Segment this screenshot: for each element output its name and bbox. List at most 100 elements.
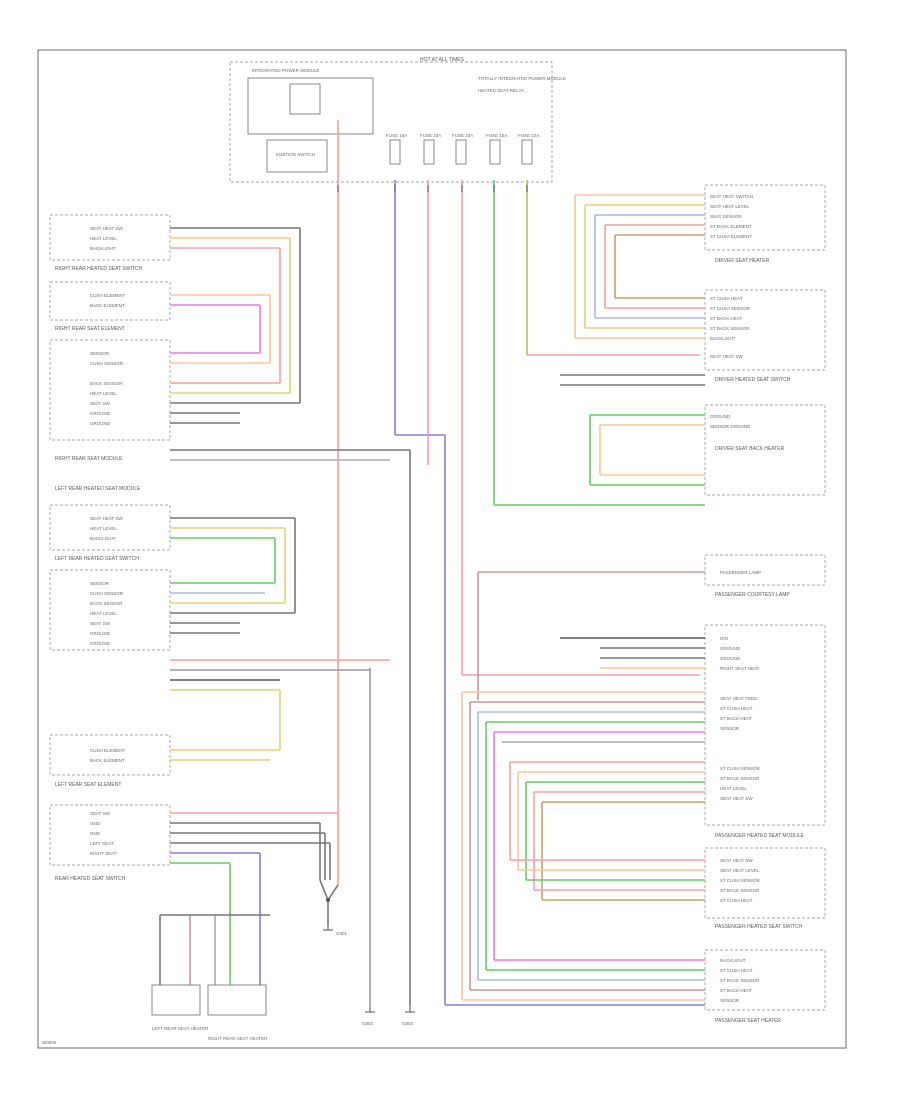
svg-text:GROUND: GROUND: [710, 414, 731, 419]
svg-text:SENSOR: SENSOR: [90, 351, 110, 356]
main-feed-wires: [337, 120, 700, 1005]
passenger-module-group: PASSENGER HEATED SEAT MODULE IGN GROUND …: [462, 624, 826, 839]
passenger-module-title: PASSENGER HEATED SEAT MODULE: [715, 833, 804, 839]
passenger-seat-group: PASSENGER SEAT HEATER BACKLIGHT ST CUSH …: [445, 692, 826, 1024]
svg-text:ST CUSH HEAT: ST CUSH HEAT: [720, 898, 753, 903]
svg-text:ST BACK HEAT: ST BACK HEAT: [720, 988, 752, 993]
svg-text:ST CUSH HEAT: ST CUSH HEAT: [710, 296, 743, 301]
svg-text:HEAT LEVEL: HEAT LEVEL: [90, 526, 117, 531]
relay-coil: [289, 83, 321, 115]
svg-text:BACKLIGHT: BACKLIGHT: [710, 336, 736, 341]
svg-text:SENSOR: SENSOR: [90, 581, 110, 586]
right-rear-element-group: RIGHT REAR SEAT ELEMENT CUSH ELEMENT BAC…: [49, 281, 270, 332]
passenger-switch-title: PASSENGER HEATED SEAT SWITCH: [715, 924, 803, 930]
svg-text:GND: GND: [90, 821, 101, 826]
svg-text:SEAT HEAT SW: SEAT HEAT SW: [720, 858, 753, 863]
driver-heated-seat-switch-group: DRIVER HEATED SEAT SWITCH ST CUSH HEAT S…: [560, 289, 826, 386]
svg-text:SEAT HEAT SW: SEAT HEAT SW: [90, 226, 123, 231]
svg-text:SENSOR GROUND: SENSOR GROUND: [710, 424, 751, 429]
svg-text:BACK ELEMENT: BACK ELEMENT: [90, 303, 125, 308]
heated-seat-relay-label: HEATED SEAT RELAY: [478, 88, 524, 93]
power-module-box: [229, 61, 553, 183]
fuse-row: FUSE 15A FUSE 10A FUSE 10A FUSE 15A FUSE…: [386, 133, 539, 165]
svg-text:SEAT SW: SEAT SW: [90, 811, 111, 816]
fuse-4-label: FUSE 15A: [486, 133, 507, 138]
fuse-2-icon: [423, 139, 435, 165]
ground-1-icon: [323, 925, 333, 931]
svg-text:IGN: IGN: [720, 636, 728, 641]
svg-text:HEAT LEVEL: HEAT LEVEL: [720, 786, 747, 791]
svg-text:BACK SENSOR: BACK SENSOR: [90, 601, 123, 606]
svg-text:CUSH SENSOR: CUSH SENSOR: [90, 591, 124, 596]
svg-text:BACKLIGHT: BACKLIGHT: [720, 958, 746, 963]
svg-text:SEAT HEAT SW: SEAT HEAT SW: [710, 354, 743, 359]
svg-text:GROUND: GROUND: [90, 641, 111, 646]
svg-text:SEAT HEAT LEVEL: SEAT HEAT LEVEL: [720, 868, 760, 873]
rr-switch-title: RIGHT REAR HEATED SEAT SWITCH: [55, 266, 143, 272]
ground-2-label: G302: [362, 1021, 374, 1026]
svg-text:GND: GND: [90, 831, 101, 836]
driver-heater-title: DRIVER SEAT HEATER: [715, 258, 770, 264]
svg-text:SENSOR: SENSOR: [720, 998, 740, 1003]
svg-text:GROUND: GROUND: [90, 421, 111, 426]
svg-text:SEAT SW: SEAT SW: [90, 621, 111, 626]
right-rear-seat-heater-box: [207, 984, 267, 1016]
hot-at-all-times-label: HOT AT ALL TIMES: [420, 57, 465, 63]
ground-1-label: G301: [336, 931, 348, 936]
svg-text:ST BACK SENSOR: ST BACK SENSOR: [710, 326, 750, 331]
splice-dot: [326, 898, 330, 902]
courtesy-title: PASSENGER COURTESY LAMP: [715, 592, 790, 598]
svg-text:ST CUSH HEAT: ST CUSH HEAT: [720, 706, 753, 711]
lr-module-title: LEFT REAR HEATED SEAT MODULE: [55, 486, 141, 492]
svg-text:RIGHT SEAT HEAT: RIGHT SEAT HEAT: [720, 666, 760, 671]
svg-text:RIGHT SEAT: RIGHT SEAT: [90, 851, 117, 856]
svg-text:GROUND: GROUND: [90, 631, 111, 636]
rr-module-title: RIGHT REAR SEAT MODULE: [55, 456, 123, 462]
passenger-seat-title: PASSENGER SEAT HEATER: [715, 1018, 781, 1024]
fuse-3-label: FUSE 10A: [452, 133, 473, 138]
rr-element-title: RIGHT REAR SEAT ELEMENT: [55, 326, 125, 332]
left-rear-seat-heater-label: LEFT REAR SEAT HEATER: [152, 1026, 209, 1031]
svg-text:BACKLIGHT: BACKLIGHT: [90, 536, 116, 541]
svg-text:SEAT HEAT SW: SEAT HEAT SW: [720, 796, 753, 801]
left-rear-element-group: LEFT REAR SEAT ELEMENT CUSH ELEMENT BACK…: [49, 690, 281, 788]
passenger-switch-group: PASSENGER HEATED SEAT SWITCH SEAT HEAT S…: [509, 762, 826, 930]
rear-switch-title: REAR HEATED SEAT SWITCH: [55, 876, 126, 882]
svg-text:SEAT HEAT SW: SEAT HEAT SW: [90, 516, 123, 521]
svg-text:HEAT LEVEL: HEAT LEVEL: [90, 391, 117, 396]
svg-text:HEAT LEVEL: HEAT LEVEL: [90, 611, 117, 616]
ground-3-label: G303: [402, 1021, 414, 1026]
ground-symbols: G301 G302 G303: [323, 925, 415, 1026]
svg-text:GROUND: GROUND: [720, 656, 741, 661]
svg-text:ST BACK ELEMENT: ST BACK ELEMENT: [710, 224, 752, 229]
svg-text:PASSENGER LAMP: PASSENGER LAMP: [720, 570, 761, 575]
ground-3-icon: [405, 1005, 415, 1013]
footer-code: W0005: [42, 1040, 57, 1045]
svg-text:ST BACK SENSOR: ST BACK SENSOR: [720, 888, 760, 893]
driver-heated-seat-group: DRIVER SEAT HEATER SEAT HEAT SWITCH SEAT…: [574, 184, 826, 338]
fuse-2-label: FUSE 10A: [420, 133, 441, 138]
left-rear-module-group: LEFT REAR HEATED SEAT MODULE SENSOR CUSH…: [49, 486, 390, 691]
passenger-courtesy-group: PASSENGER COURTESY LAMP PASSENGER LAMP: [477, 554, 826, 700]
svg-text:SEAT SW: SEAT SW: [90, 401, 111, 406]
ground-2-icon: [365, 1005, 375, 1013]
svg-text:CUSH ELEMENT: CUSH ELEMENT: [90, 748, 126, 753]
left-rear-seat-heater-box: [151, 984, 201, 1016]
rear-heater-wires: [159, 853, 270, 985]
driver-back-title: DRIVER SEAT BACK HEATER: [715, 446, 785, 452]
left-rear-switch-group: LEFT REAR HEATED SEAT SWITCH SEAT HEAT S…: [49, 504, 295, 562]
svg-text:ST CUSH SENSOR: ST CUSH SENSOR: [720, 878, 761, 883]
svg-text:CUSH SENSOR: CUSH SENSOR: [90, 361, 124, 366]
svg-text:ST CUSH HEAT: ST CUSH HEAT: [720, 968, 753, 973]
svg-text:BACK ELEMENT: BACK ELEMENT: [90, 758, 125, 763]
fuse-1-label: FUSE 15A: [386, 133, 407, 138]
fuse-4-icon: [489, 139, 501, 165]
svg-text:ST CUSH SENSOR: ST CUSH SENSOR: [710, 306, 751, 311]
svg-text:BACKLIGHT: BACKLIGHT: [90, 246, 116, 251]
tipm-label: TOTALLY INTEGRATED POWER MODULE: [478, 76, 566, 81]
bottom-splice: [319, 823, 339, 925]
svg-text:SEAT HEAT FEED: SEAT HEAT FEED: [720, 696, 758, 701]
rear-heated-seat-switch-group: REAR HEATED SEAT SWITCH SEAT SW GND GND …: [49, 804, 338, 882]
top-connector-ticks: [337, 185, 528, 192]
